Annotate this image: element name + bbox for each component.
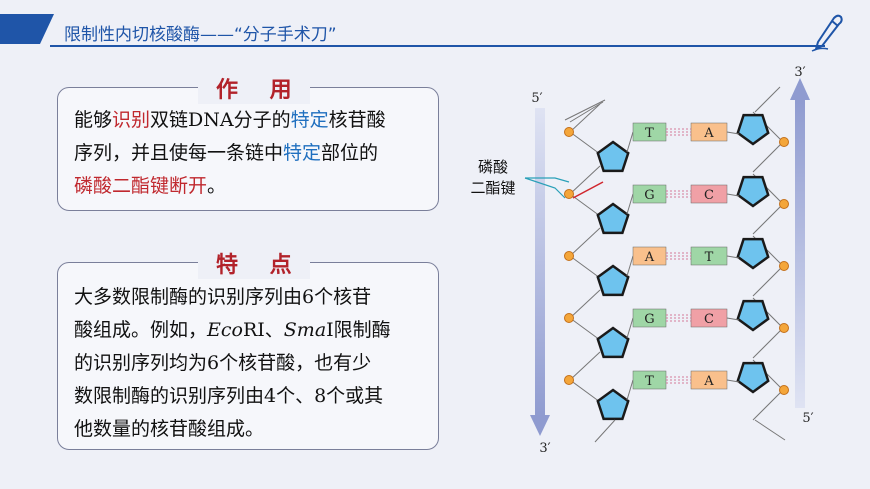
right-base-letter: C (704, 188, 714, 203)
left-phosphate (564, 251, 574, 261)
right-sugar-base-link (726, 255, 740, 259)
left-backbone-segment (569, 255, 601, 279)
feature-line-2: 酸组成。例如，EcoRI、SmaI限制酶 (74, 319, 391, 341)
phosphodiester-bond-highlight (572, 181, 604, 199)
right-sugar-pentagon (736, 175, 770, 208)
left-strand-arrow (535, 108, 545, 418)
right-base-letter: T (705, 250, 714, 265)
feature-panel (57, 262, 439, 450)
right-bottom-end-label: 5′ (802, 411, 813, 426)
left-backbone-segment (569, 227, 601, 257)
right-backbone-segment (752, 265, 784, 297)
function-line-1: 能够识别双链DNA分子的特定核苷酸 (74, 109, 386, 131)
highlight-bond-break: 磷酸二酯键断开 (74, 175, 208, 197)
left-backbone-segment (569, 317, 601, 341)
right-base-letter: C (704, 312, 714, 327)
left-sugar-pentagon (596, 202, 630, 235)
left-phosphate (564, 375, 574, 385)
left-bottom-end-label: 3′ (539, 441, 550, 456)
right-backbone-segment (752, 327, 784, 359)
right-strand-arrow (795, 98, 805, 408)
right-strand-arrow-head (790, 78, 810, 100)
left-strand-arrow-head (530, 415, 550, 436)
right-top-end-label: 3′ (794, 65, 805, 80)
left-sugar-base-link (626, 317, 634, 339)
right-sugar-pentagon (736, 299, 770, 332)
left-top-end-label: 5′ (531, 91, 542, 106)
pen-icon (811, 14, 843, 52)
right-phosphate (779, 385, 789, 395)
header-accent-block (0, 14, 40, 44)
left-sugar-base-link (626, 131, 634, 153)
right-base-letter: A (703, 374, 714, 389)
right-backbone-top (754, 86, 781, 113)
right-phosphate (779, 137, 789, 147)
feature-line-1: 大多数限制酶的识别序列由6个核苷 (74, 286, 372, 308)
bond-label-line-1: 磷酸 (478, 158, 508, 176)
right-sugar-pentagon (736, 361, 770, 394)
left-base-letter: T (645, 374, 654, 389)
left-backbone-segment (569, 289, 601, 319)
right-backbone-segment (752, 141, 784, 173)
bond-label-line-2: 二酯键 (470, 179, 515, 197)
left-sugar-pentagon (596, 326, 630, 359)
slide-title: 限制性内切核酸酶——“分子手术刀” (64, 25, 337, 45)
feature-line-3: 的识别序列均为6个核苷酸，也有少 (74, 352, 372, 374)
right-sugar-base-link (726, 193, 740, 197)
right-phosphate (779, 199, 789, 209)
left-backbone-top (569, 101, 604, 123)
left-backbone-segment (569, 351, 601, 381)
right-backbone-segment (752, 203, 784, 235)
left-base-letter: A (644, 250, 655, 265)
right-sugar-pentagon (736, 237, 770, 270)
left-backbone-segment (569, 379, 601, 403)
dna-diagram: T A G C A T G C T A 5′ 3′ 3′ 5′ 磷酸 二酯键 (470, 65, 813, 456)
feature-panel-title: 特 点 (198, 247, 310, 279)
left-backbone-segment (569, 165, 601, 195)
left-base-letter: G (644, 188, 654, 203)
left-backbone-top (564, 99, 606, 121)
bond-label-pointer-2 (524, 177, 566, 199)
highlight-recognize: 识别 (112, 109, 151, 131)
right-sugar-base-link (726, 131, 740, 135)
header-accent-wedge (40, 14, 54, 44)
left-sugar-pentagon (596, 140, 630, 173)
bond-label-pointer-1 (525, 177, 570, 183)
function-line-3: 磷酸二酯键断开。 (74, 175, 227, 197)
highlight-specific-2: 特定 (283, 142, 322, 164)
left-phosphate (564, 127, 574, 137)
left-sugar-base-link (626, 193, 634, 215)
left-backbone-segment (569, 131, 601, 155)
left-phosphate (564, 313, 574, 323)
left-base-letter: G (644, 312, 654, 327)
feature-line-5: 他数量的核苷酸组成。 (74, 418, 265, 440)
slide-header: 限制性内切核酸酶——“分子手术刀” (0, 0, 870, 52)
function-panel-text: 能够识别双链DNA分子的特定核苷酸 序列，并且使每一条链中特定部位的 磷酸二酯键… (74, 104, 434, 203)
left-sugar-base-link (626, 379, 634, 401)
right-phosphate (779, 261, 789, 271)
function-panel-title: 作 用 (198, 72, 310, 104)
right-sugar-base-link (726, 379, 740, 383)
left-sugar-base-link (626, 255, 634, 277)
left-phosphate (564, 189, 574, 199)
left-sugar-pentagon (596, 388, 630, 421)
right-backbone-bottom (754, 419, 786, 441)
function-line-2: 序列，并且使每一条链中特定部位的 (74, 142, 379, 164)
right-base-letter: A (703, 126, 714, 141)
feature-line-4: 数限制酶的识别序列由4个、8个或其 (74, 385, 384, 407)
right-backbone-segment (752, 389, 784, 421)
highlight-specific: 特定 (290, 109, 329, 131)
left-backbone-segment (569, 103, 601, 133)
right-sugar-base-link (726, 317, 740, 321)
right-phosphate (779, 323, 789, 333)
left-backbone-bottom (594, 419, 616, 443)
right-sugar-pentagon (736, 113, 770, 146)
header-underline (50, 45, 825, 47)
feature-panel-text: 大多数限制酶的识别序列由6个核苷 酸组成。例如，EcoRI、SmaI限制酶 的识… (74, 281, 434, 446)
function-panel (57, 87, 439, 211)
left-sugar-pentagon (596, 264, 630, 297)
left-base-letter: T (645, 126, 654, 141)
